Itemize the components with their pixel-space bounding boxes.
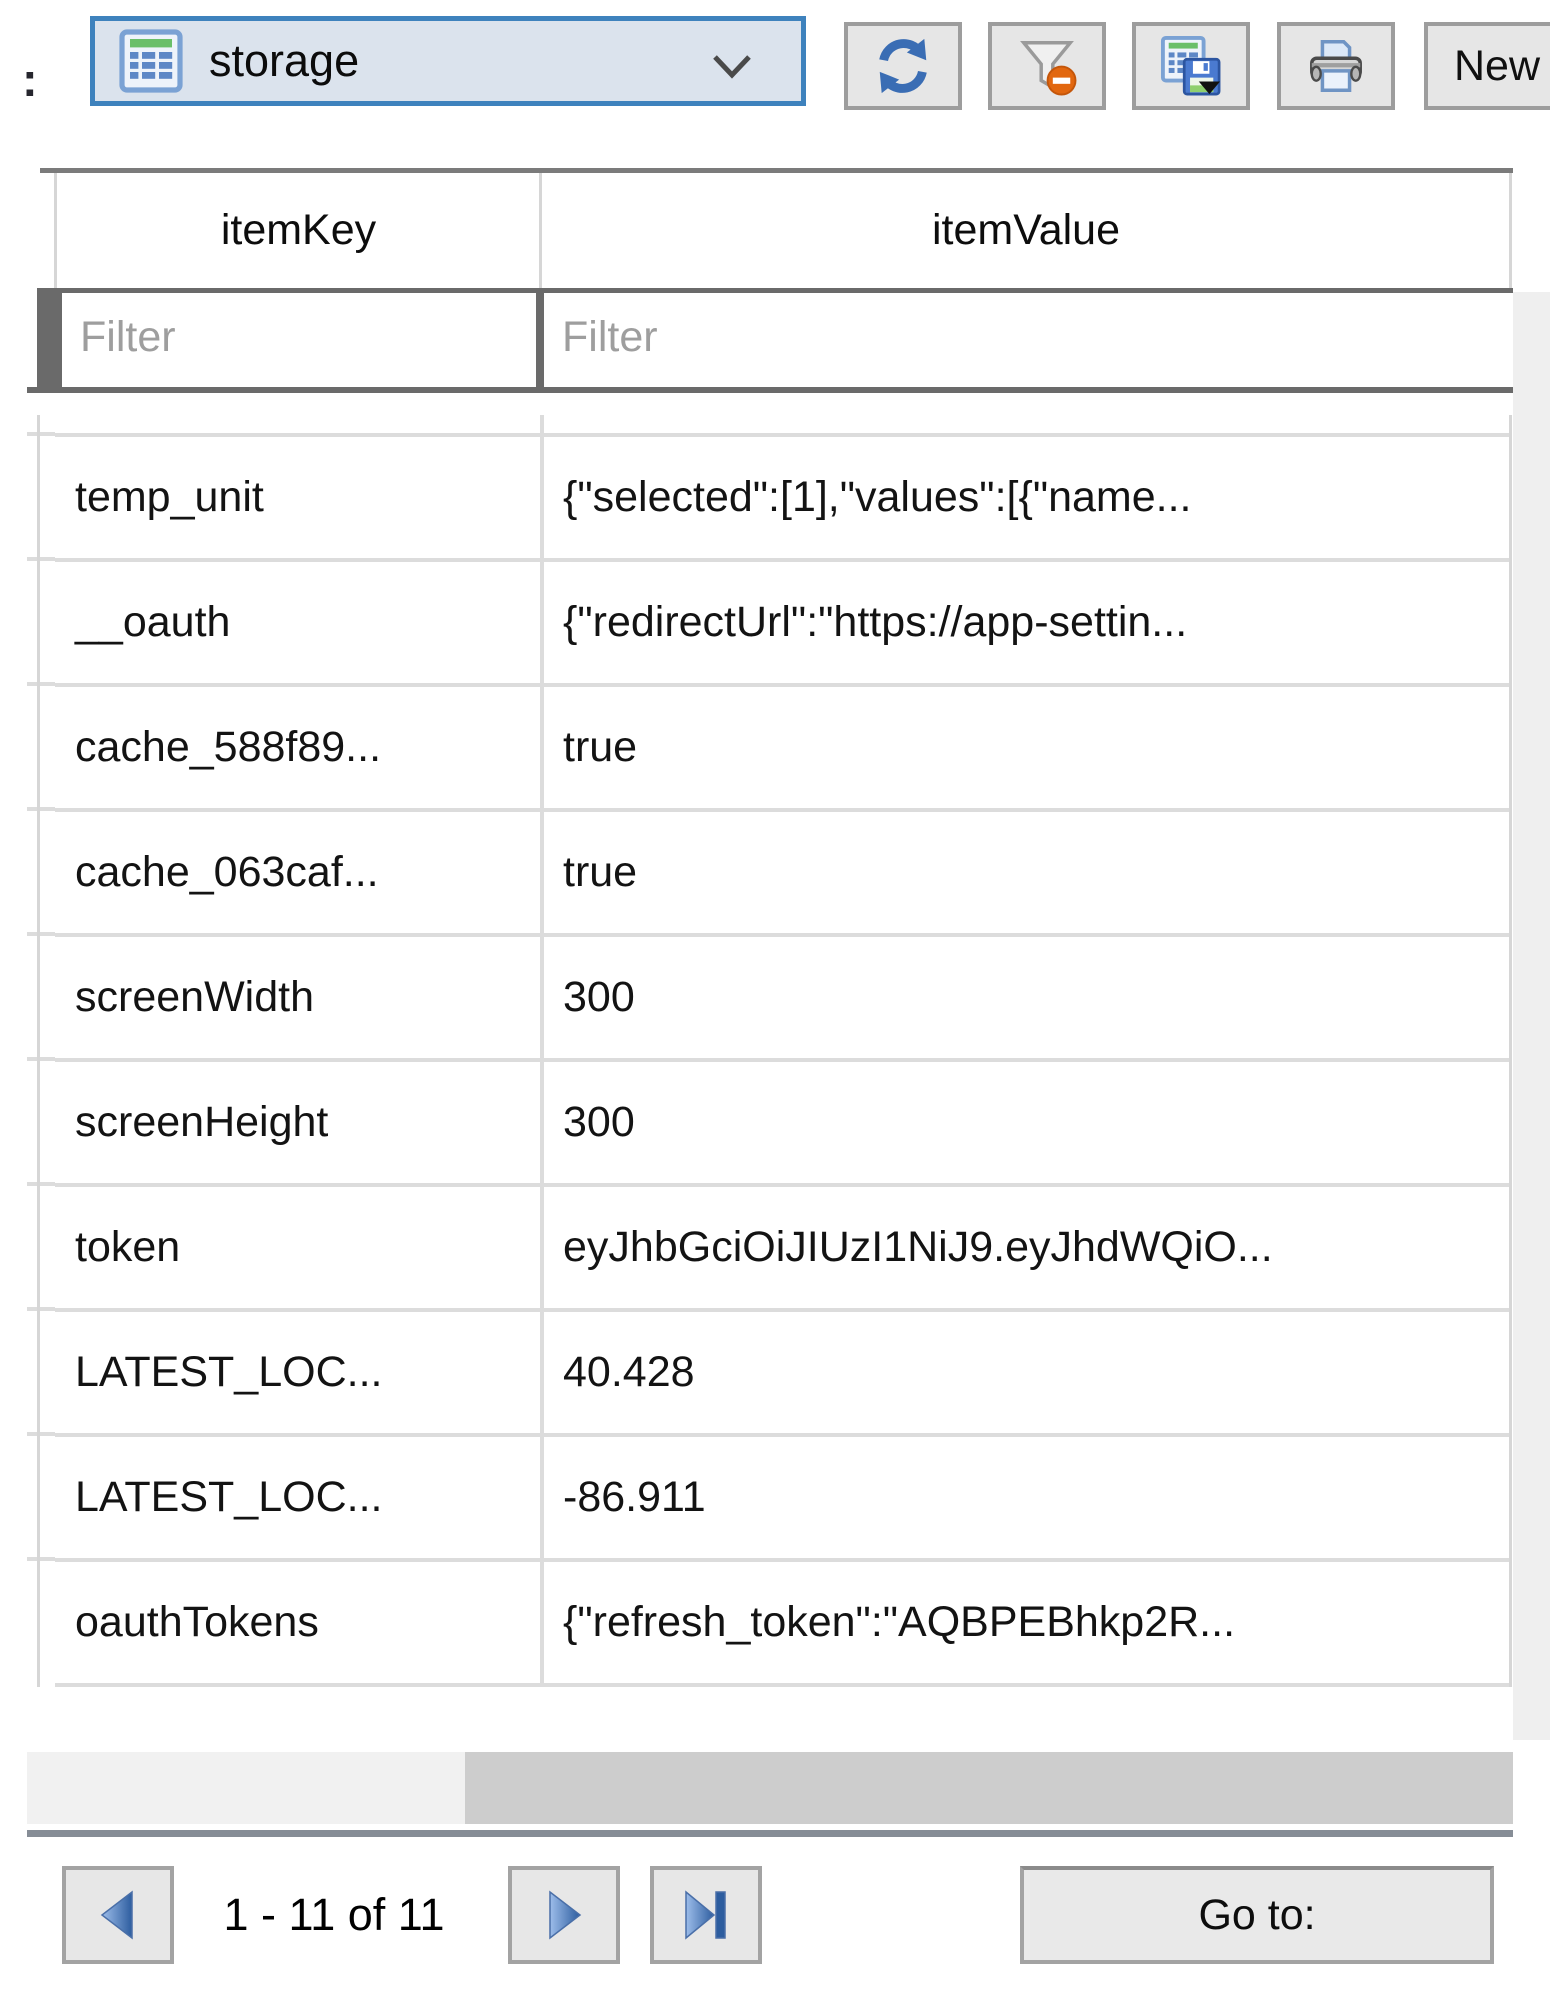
cell-item-value[interactable]: {"refresh_token":"AQBPEBhkp2R... — [540, 1562, 1509, 1683]
next-arrow-icon — [540, 1889, 588, 1941]
table-icon — [119, 28, 183, 94]
previous-page-button[interactable] — [62, 1866, 174, 1964]
cell-item-key[interactable]: LATEST_LOC... — [75, 1348, 383, 1396]
previous-arrow-icon — [94, 1889, 142, 1941]
header-right-line — [1509, 173, 1512, 288]
vertical-scrollbar-track[interactable] — [1513, 292, 1550, 1740]
cell-item-key[interactable]: LATEST_LOC... — [75, 1473, 383, 1521]
column-header-itemkey[interactable]: itemKey — [220, 206, 377, 254]
cell-item-value[interactable]: true — [540, 812, 1509, 933]
new-record-button[interactable]: New — [1424, 22, 1550, 110]
horizontal-scrollbar-track[interactable] — [27, 1752, 1513, 1824]
next-page-button[interactable] — [508, 1866, 620, 1964]
cell-item-key[interactable]: temp_unit — [75, 473, 264, 521]
cell-item-value[interactable]: 300 — [540, 1062, 1509, 1183]
selected-table-name: storage — [209, 35, 360, 86]
cell-item-value[interactable]: true — [540, 687, 1509, 808]
clear-filter-icon — [1016, 35, 1078, 97]
cell-item-value[interactable]: 300 — [540, 937, 1509, 1058]
table-selector-dropdown[interactable]: storage — [90, 16, 806, 106]
cell-item-value[interactable]: eyJhbGciOiJIUzI1NiJ9.eyJhdWQiO... — [540, 1187, 1509, 1308]
cell-item-key[interactable]: token — [75, 1223, 181, 1271]
refresh-icon — [872, 35, 934, 97]
filter-input-itemkey[interactable] — [62, 313, 536, 362]
table-row-partial[interactable] — [55, 415, 1509, 437]
save-table-icon — [1160, 35, 1222, 97]
grid-right-line — [1509, 415, 1512, 1687]
filter-column-separator — [536, 288, 544, 392]
gutter-left-line — [37, 415, 40, 1687]
filter-row-top-border — [40, 288, 1513, 293]
header-column-separator — [539, 173, 542, 288]
pagination-range-label: 1 - 11 of 11 — [223, 1889, 445, 1940]
table-row[interactable]: LATEST_LOC... -86.911 — [55, 1437, 1509, 1562]
horizontal-scrollbar-thumb[interactable] — [465, 1752, 1513, 1824]
cell-item-key[interactable]: oauthTokens — [75, 1598, 319, 1646]
table-row[interactable]: screenWidth 300 — [55, 937, 1509, 1062]
table-row[interactable]: cache_063caf... true — [55, 812, 1509, 937]
cell-item-value[interactable]: -86.911 — [540, 1437, 1509, 1558]
table-row[interactable]: LATEST_LOC... 40.428 — [55, 1312, 1509, 1437]
print-button[interactable] — [1277, 22, 1395, 110]
clear-filter-button[interactable] — [988, 22, 1106, 110]
cell-item-value[interactable]: {"selected":[1],"values":[{"name... — [540, 437, 1509, 558]
table-row[interactable]: cache_588f89... true — [55, 687, 1509, 812]
chevron-down-icon — [709, 51, 755, 86]
grid-bottom-border — [27, 1830, 1513, 1837]
cell-item-key[interactable]: cache_063caf... — [75, 848, 379, 896]
filter-row-left-bar — [37, 288, 62, 392]
cell-item-key[interactable]: __oauth — [75, 598, 231, 646]
cell-item-value[interactable]: {"redirectUrl":"https://app-settin... — [540, 562, 1509, 683]
row-gutter — [27, 415, 55, 1687]
column-header-itemvalue[interactable]: itemValue — [931, 206, 1121, 254]
table-row[interactable]: temp_unit {"selected":[1],"values":[{"nam… — [55, 437, 1509, 562]
last-page-button[interactable] — [650, 1866, 762, 1964]
filter-input-itemvalue[interactable] — [544, 313, 1507, 362]
cell-item-value[interactable]: 40.428 — [540, 1312, 1509, 1433]
table-row[interactable]: oauthTokens {"refresh_token":"AQBPEBhkp2R… — [55, 1562, 1509, 1687]
print-icon — [1305, 35, 1367, 97]
save-table-button[interactable] — [1132, 22, 1250, 110]
go-to-button[interactable]: Go to: — [1020, 1866, 1494, 1964]
table-label-colon: : — [22, 52, 38, 106]
table-row[interactable]: token eyJhbGciOiJIUzI1NiJ9.eyJhdWQiO... — [55, 1187, 1509, 1312]
header-gutter-line — [54, 173, 57, 288]
cell-item-key[interactable]: screenHeight — [75, 1098, 329, 1146]
grid-top-border — [40, 168, 1513, 173]
filter-row-bottom-border — [27, 387, 1513, 393]
cell-item-key[interactable]: screenWidth — [75, 973, 314, 1021]
table-row[interactable]: __oauth {"redirectUrl":"https://app-setti… — [55, 562, 1509, 687]
table-row[interactable]: screenHeight 300 — [55, 1062, 1509, 1187]
last-page-icon — [680, 1889, 732, 1941]
grid-rows: temp_unit {"selected":[1],"values":[{"nam… — [55, 415, 1509, 1687]
cell-item-key[interactable]: cache_588f89... — [75, 723, 382, 771]
refresh-button[interactable] — [844, 22, 962, 110]
